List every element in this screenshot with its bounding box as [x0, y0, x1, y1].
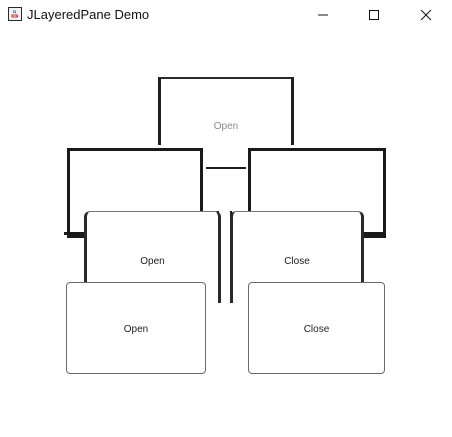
window-title: JLayeredPane Demo	[27, 7, 150, 22]
java-coffee-icon[interactable]	[8, 7, 22, 21]
top-open-panel[interactable]: Open	[158, 77, 294, 145]
minimize-button[interactable]	[300, 0, 346, 30]
maximize-button[interactable]	[351, 0, 397, 30]
bottom-left-panel[interactable]: Open	[66, 282, 206, 374]
bottom-right-panel[interactable]: Close	[248, 282, 385, 374]
connector-line	[206, 167, 246, 169]
close-icon	[420, 9, 432, 21]
maximize-icon	[369, 10, 379, 20]
middle-right-panel-label: Close	[284, 256, 310, 267]
title-bar: JLayeredPane Demo	[0, 0, 452, 30]
layered-pane: Open Open Close Open Close	[0, 30, 452, 437]
top-panel-label: Open	[213, 121, 239, 132]
minimize-icon	[318, 14, 328, 16]
middle-left-panel-label: Open	[140, 256, 165, 267]
bottom-left-panel-label: Open	[123, 324, 149, 335]
bottom-right-panel-label: Close	[303, 324, 330, 335]
border-joint	[64, 232, 84, 235]
close-button[interactable]	[403, 0, 452, 30]
border-joint	[364, 232, 386, 235]
